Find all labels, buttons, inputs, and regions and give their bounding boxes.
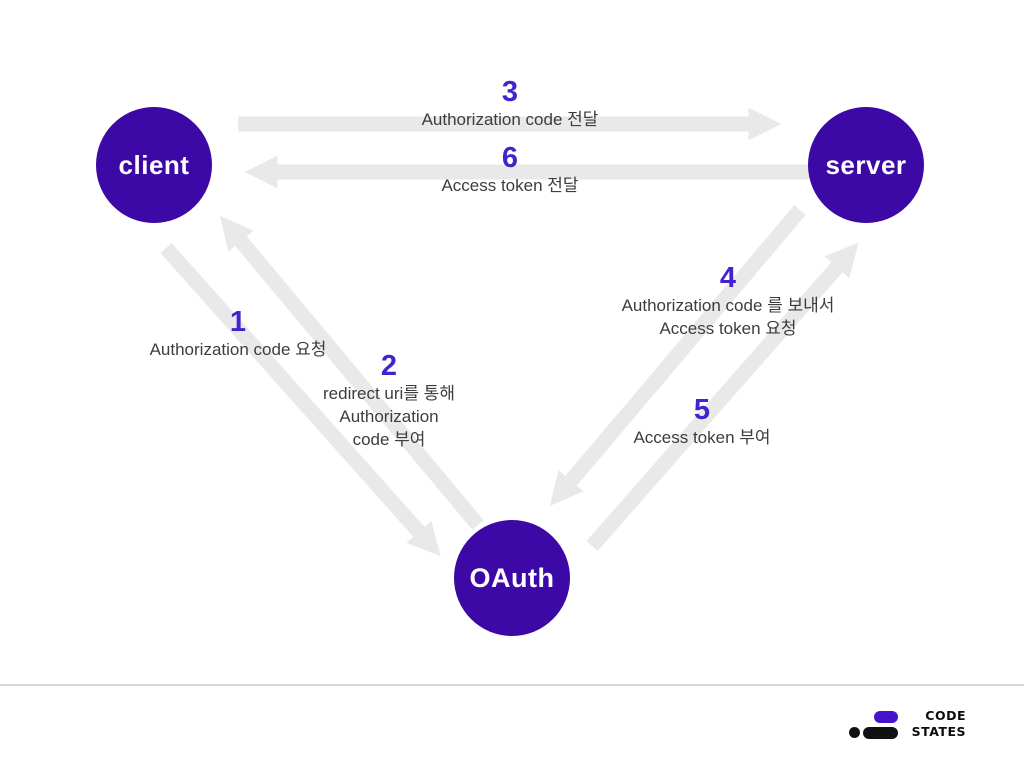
step-4-text: Access token 요청: [659, 319, 797, 338]
step-5-label: 5 Access token 부여: [577, 394, 827, 449]
logo-wordmark-line2: STATES: [911, 723, 966, 739]
logo-purple-pill-icon: [874, 711, 898, 723]
arrow-step-5: [586, 242, 859, 551]
step-3-label: 3 Authorization code 전달: [360, 76, 660, 131]
node-oauth-label: OAuth: [469, 562, 555, 593]
step-6-number: 6: [501, 142, 519, 174]
logo-black-dot-icon: [849, 727, 860, 738]
step-2-number: 2: [380, 350, 398, 382]
step-5-text: Access token 부여: [633, 428, 771, 447]
footer-divider: [0, 684, 1024, 686]
step-2-label: 2 redirect uri를 통해 Authorization code 부여: [264, 350, 514, 451]
step-6-text: Access token 전달: [441, 176, 579, 195]
node-server-label: server: [825, 149, 907, 180]
node-oauth: OAuth: [454, 520, 570, 636]
step-3-text: Authorization code 전달: [421, 110, 599, 129]
logo-wordmark: CODE STATES: [898, 708, 966, 739]
step-1-text: Authorization code 요청: [149, 340, 327, 359]
node-client: client: [96, 107, 212, 223]
logo-wordmark-line1: CODE: [925, 708, 966, 723]
step-3-number: 3: [501, 76, 519, 108]
step-1-number: 1: [229, 306, 247, 338]
node-server: server: [808, 107, 924, 223]
step-4-number: 4: [719, 262, 737, 294]
step-6-label: 6 Access token 전달: [360, 142, 660, 197]
step-2-text: code 부여: [352, 430, 426, 449]
logo-black-pill-icon: [863, 727, 898, 739]
step-2-text: Authorization: [339, 407, 439, 426]
arrow-step-4: [549, 205, 806, 506]
step-5-number: 5: [693, 394, 711, 426]
step-4-text: Authorization code 를 보내서: [621, 296, 835, 315]
arrow-step-2: [219, 215, 484, 530]
node-client-label: client: [118, 149, 190, 180]
step-2-text: redirect uri를 통해: [323, 384, 455, 403]
step-4-label: 4 Authorization code 를 보내서 Access token …: [578, 262, 878, 340]
step-1-label: 1 Authorization code 요청: [113, 306, 363, 361]
arrow-step-1: [160, 243, 441, 557]
